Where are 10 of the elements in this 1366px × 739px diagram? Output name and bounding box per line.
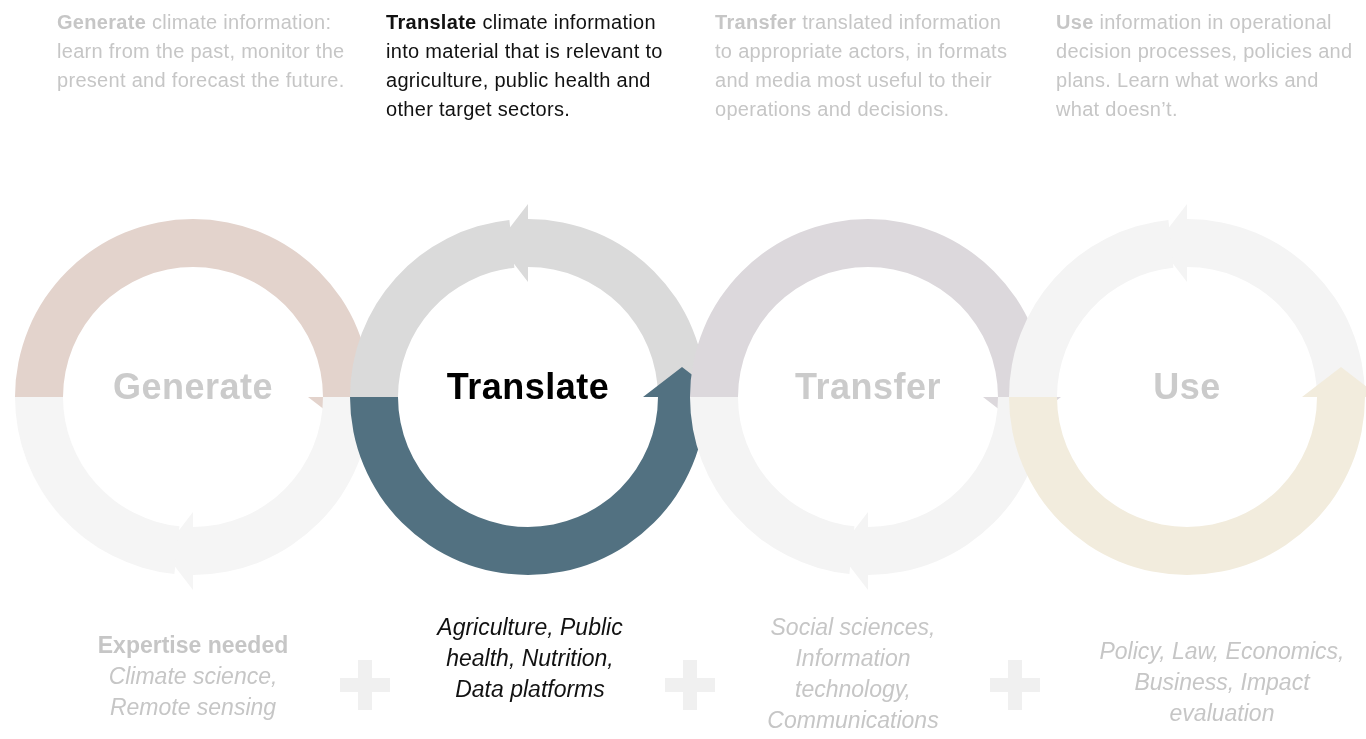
stage-name: Translate [446,366,610,408]
expertise-list: Social sciences, Information technology, Communications [738,612,968,736]
expertise-list: Climate science, Remote sensing [73,661,313,723]
stage-description: Translate climate information into material that is relevant to agriculture, public health and other target sectors. [386,10,664,122]
stage-description: Generate climate information: learn from the past, monitor the present and forecast the future. [57,10,346,93]
stage-description: Use information in operational decision processes, policies and plans. Learn what works and what doesn’t. [1056,10,1354,122]
stage-description: Transfer translated information to appropriate actors, in formats and media most useful to their operations and decisions. [715,10,1009,122]
expertise-heading: Expertise needed [96,631,290,660]
expertise-list: Policy, Law, Economics, Business, Impact evaluation [1082,636,1362,729]
expertise-list: Agriculture, Public health, Nutrition, Data platforms [430,612,630,705]
